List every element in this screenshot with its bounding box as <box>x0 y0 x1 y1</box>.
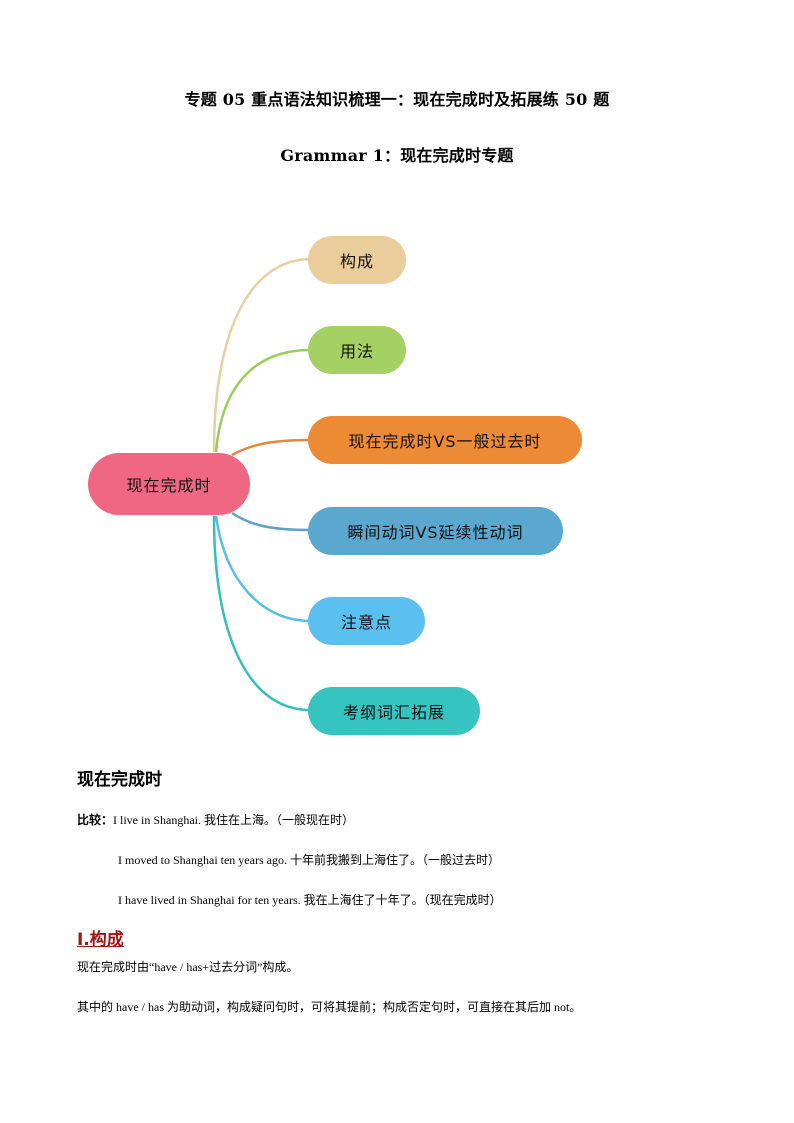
connector-line <box>212 257 311 453</box>
example-line: 比较：I live in Shanghai. 我住在上海。（一般现在时） <box>77 811 354 828</box>
mindmap-connectors <box>212 257 311 712</box>
connector-line <box>214 348 311 453</box>
paragraph: 现在完成时由“have / has+过去分词”构成。 <box>77 960 299 974</box>
mindmap-node-vocab: 考纲词汇拓展 <box>308 687 480 735</box>
connector-line <box>231 438 311 457</box>
mindmap-node-vs-past: 现在完成时VS一般过去时 <box>308 416 582 464</box>
node-label: 构成 <box>339 252 374 271</box>
paragraph: 其中的 have / has 为助动词，构成疑问句时，可将其提前；构成否定句时，… <box>77 1000 582 1014</box>
node-label: 瞬间动词VS延续性动词 <box>347 523 524 542</box>
node-label: 用法 <box>339 342 374 361</box>
roman-heading: Ⅰ.构成 <box>77 930 124 950</box>
example-line: I have lived in Shanghai for ten years. … <box>118 893 502 907</box>
root-label: 现在完成时 <box>126 476 212 495</box>
mindmap-node-usage: 用法 <box>308 326 406 374</box>
mindmap-node-notes: 注意点 <box>308 597 425 645</box>
mindmap-node-structure: 构成 <box>308 236 406 284</box>
connector-line <box>214 515 311 623</box>
section-heading: 现在完成时 <box>77 770 162 790</box>
mindmap-node-verb-types: 瞬间动词VS延续性动词 <box>308 507 563 555</box>
connector-line <box>212 515 311 712</box>
connector-line <box>231 511 311 532</box>
document-title: 专题 05 重点语法知识梳理一：现在完成时及拓展练 50 题 <box>184 90 610 109</box>
compare-label: 比较： <box>77 813 114 827</box>
example-line: I moved to Shanghai ten years ago. 十年前我搬… <box>118 853 500 867</box>
node-label: 现在完成时VS一般过去时 <box>348 432 542 451</box>
example-text: I live in Shanghai. 我住在上海。（一般现在时） <box>113 813 355 827</box>
mindmap-root-node: 现在完成时 <box>88 453 250 515</box>
document-subtitle: Grammar 1：现在完成时专题 <box>280 146 514 165</box>
node-label: 注意点 <box>340 613 392 632</box>
node-label: 考纲词汇拓展 <box>342 703 445 722</box>
